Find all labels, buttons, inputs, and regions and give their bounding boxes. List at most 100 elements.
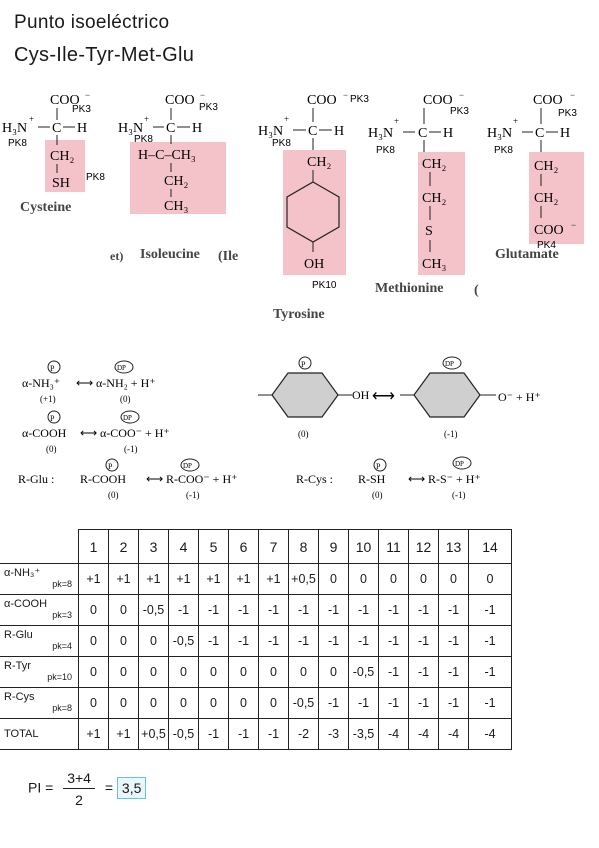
svg-text:C: C bbox=[166, 121, 175, 136]
svg-text:COO: COO bbox=[423, 93, 453, 108]
svg-text:CH₂: CH₂ bbox=[307, 155, 331, 170]
svg-text:⟷: ⟷ bbox=[80, 426, 97, 440]
svg-text:C: C bbox=[308, 124, 317, 139]
table-header-ph-1: 1 bbox=[78, 529, 109, 564]
table-cell: 0 bbox=[198, 687, 229, 719]
cys-coo: COO bbox=[50, 93, 80, 108]
cysteine-name: Cysteine bbox=[20, 200, 71, 215]
svg-text:H₃N: H₃N bbox=[368, 126, 393, 141]
table-cell: 0 bbox=[138, 656, 169, 688]
svg-text:−: − bbox=[343, 90, 348, 100]
table-cell: +1 bbox=[258, 563, 289, 595]
row-group-name: TOTAL bbox=[4, 727, 39, 740]
table-row-label: α-NH₃⁺pk=8 bbox=[0, 563, 79, 595]
pi-equals: = bbox=[104, 779, 114, 796]
table-header-ph-3: 3 bbox=[138, 529, 169, 564]
svg-text:PK8: PK8 bbox=[134, 134, 153, 145]
svg-text:PK8: PK8 bbox=[494, 145, 513, 156]
svg-text:+: + bbox=[144, 114, 149, 124]
glu-right: R-COO⁻ + H⁺ bbox=[166, 472, 237, 486]
table-header-ph-4: 4 bbox=[168, 529, 199, 564]
svg-text:(-1): (-1) bbox=[444, 429, 458, 439]
table-cell: -1 bbox=[198, 625, 229, 657]
table-cell: -1 bbox=[318, 594, 349, 626]
svg-text:CH₂: CH₂ bbox=[422, 157, 446, 172]
row-group-name: R-Glu bbox=[4, 629, 33, 641]
table-cell: -1 bbox=[318, 687, 349, 719]
svg-text:CH₂: CH₂ bbox=[534, 191, 558, 206]
svg-text:+: + bbox=[513, 116, 518, 126]
table-cell: -1 bbox=[438, 594, 469, 626]
svg-text:(0): (0) bbox=[298, 429, 309, 439]
table-cell: -2 bbox=[288, 718, 319, 750]
svg-text:PK3: PK3 bbox=[350, 94, 369, 105]
table-cell: -0,5 bbox=[168, 718, 199, 750]
amino-acid-structures: COO − PK3 H₃N + C H PK8 CH₂ SH PK8 Cyste… bbox=[2, 90, 584, 322]
svg-text:⟷: ⟷ bbox=[372, 388, 395, 405]
svg-text:H₃N: H₃N bbox=[258, 124, 283, 139]
table-cell: -0,5 bbox=[138, 594, 169, 626]
table-header-ph-11: 11 bbox=[378, 529, 409, 564]
pi-result: 3,5 bbox=[116, 776, 147, 799]
table-cell: 0 bbox=[318, 563, 349, 595]
svg-text:PK3: PK3 bbox=[72, 104, 91, 115]
table-cell: -1 bbox=[438, 625, 469, 657]
table-header-ph-8: 8 bbox=[288, 529, 319, 564]
svg-text:(0): (0) bbox=[46, 444, 57, 454]
svg-text:OH: OH bbox=[304, 257, 324, 272]
svg-text:−: − bbox=[200, 90, 205, 100]
table-cell: -1 bbox=[468, 687, 512, 719]
table-cell: 0 bbox=[258, 687, 289, 719]
svg-text:PK4: PK4 bbox=[537, 240, 556, 251]
svg-text:H: H bbox=[443, 126, 453, 141]
amine-right: α-NH₂ + H⁺ bbox=[96, 376, 156, 390]
table-cell: 0 bbox=[78, 625, 109, 657]
table-cell: +1 bbox=[138, 563, 169, 595]
svg-text:DP: DP bbox=[123, 414, 132, 422]
svg-text:COO: COO bbox=[165, 93, 195, 108]
svg-text:(0): (0) bbox=[108, 490, 119, 500]
svg-text:P: P bbox=[108, 462, 113, 471]
table-cell: -1 bbox=[288, 594, 319, 626]
svg-text:+: + bbox=[394, 116, 399, 126]
table-cell: -1 bbox=[378, 594, 409, 626]
title-line-2: Cys-Ile-Tyr-Met-Glu bbox=[14, 44, 195, 66]
table-cell: -1 bbox=[468, 625, 512, 657]
svg-text:DP: DP bbox=[445, 360, 454, 368]
svg-text:H₃N: H₃N bbox=[118, 121, 143, 136]
cys-left: R-SH bbox=[358, 472, 386, 486]
svg-text:PK3: PK3 bbox=[558, 108, 577, 119]
table-cell: -1 bbox=[408, 687, 439, 719]
table-cell: -1 bbox=[228, 718, 259, 750]
svg-text:PK8: PK8 bbox=[86, 172, 105, 183]
table-cell: -0,5 bbox=[348, 656, 379, 688]
svg-text:C: C bbox=[52, 121, 61, 136]
svg-text:PK3: PK3 bbox=[199, 102, 218, 113]
table-row-label: TOTAL bbox=[0, 718, 79, 750]
row-pk-value: pk=4 bbox=[52, 641, 72, 651]
table-cell: -1 bbox=[378, 656, 409, 688]
svg-text:CH₂: CH₂ bbox=[50, 149, 74, 164]
table-cell: -1 bbox=[288, 625, 319, 657]
svg-text:CH₃: CH₃ bbox=[422, 257, 446, 272]
table-cell: -1 bbox=[198, 594, 229, 626]
svg-text:COO: COO bbox=[533, 93, 563, 108]
table-cell: -1 bbox=[408, 656, 439, 688]
svg-text:PK3: PK3 bbox=[450, 106, 469, 117]
table-row-label: R-Glu pk=4 bbox=[0, 625, 79, 657]
table-header-ph-10: 10 bbox=[348, 529, 379, 564]
cys-h3n: H₃N bbox=[2, 121, 27, 136]
glu-left: R-COOH bbox=[80, 472, 126, 486]
table-cell: 0 bbox=[108, 656, 139, 688]
svg-text:DP: DP bbox=[183, 462, 192, 470]
table-cell: +1 bbox=[108, 563, 139, 595]
table-cell: 0 bbox=[438, 563, 469, 595]
table-cell: -1 bbox=[228, 594, 259, 626]
svg-text:(-1): (-1) bbox=[452, 490, 466, 500]
svg-text:⟷: ⟷ bbox=[76, 376, 93, 390]
title-line-1: Punto isoeléctrico bbox=[14, 12, 170, 33]
